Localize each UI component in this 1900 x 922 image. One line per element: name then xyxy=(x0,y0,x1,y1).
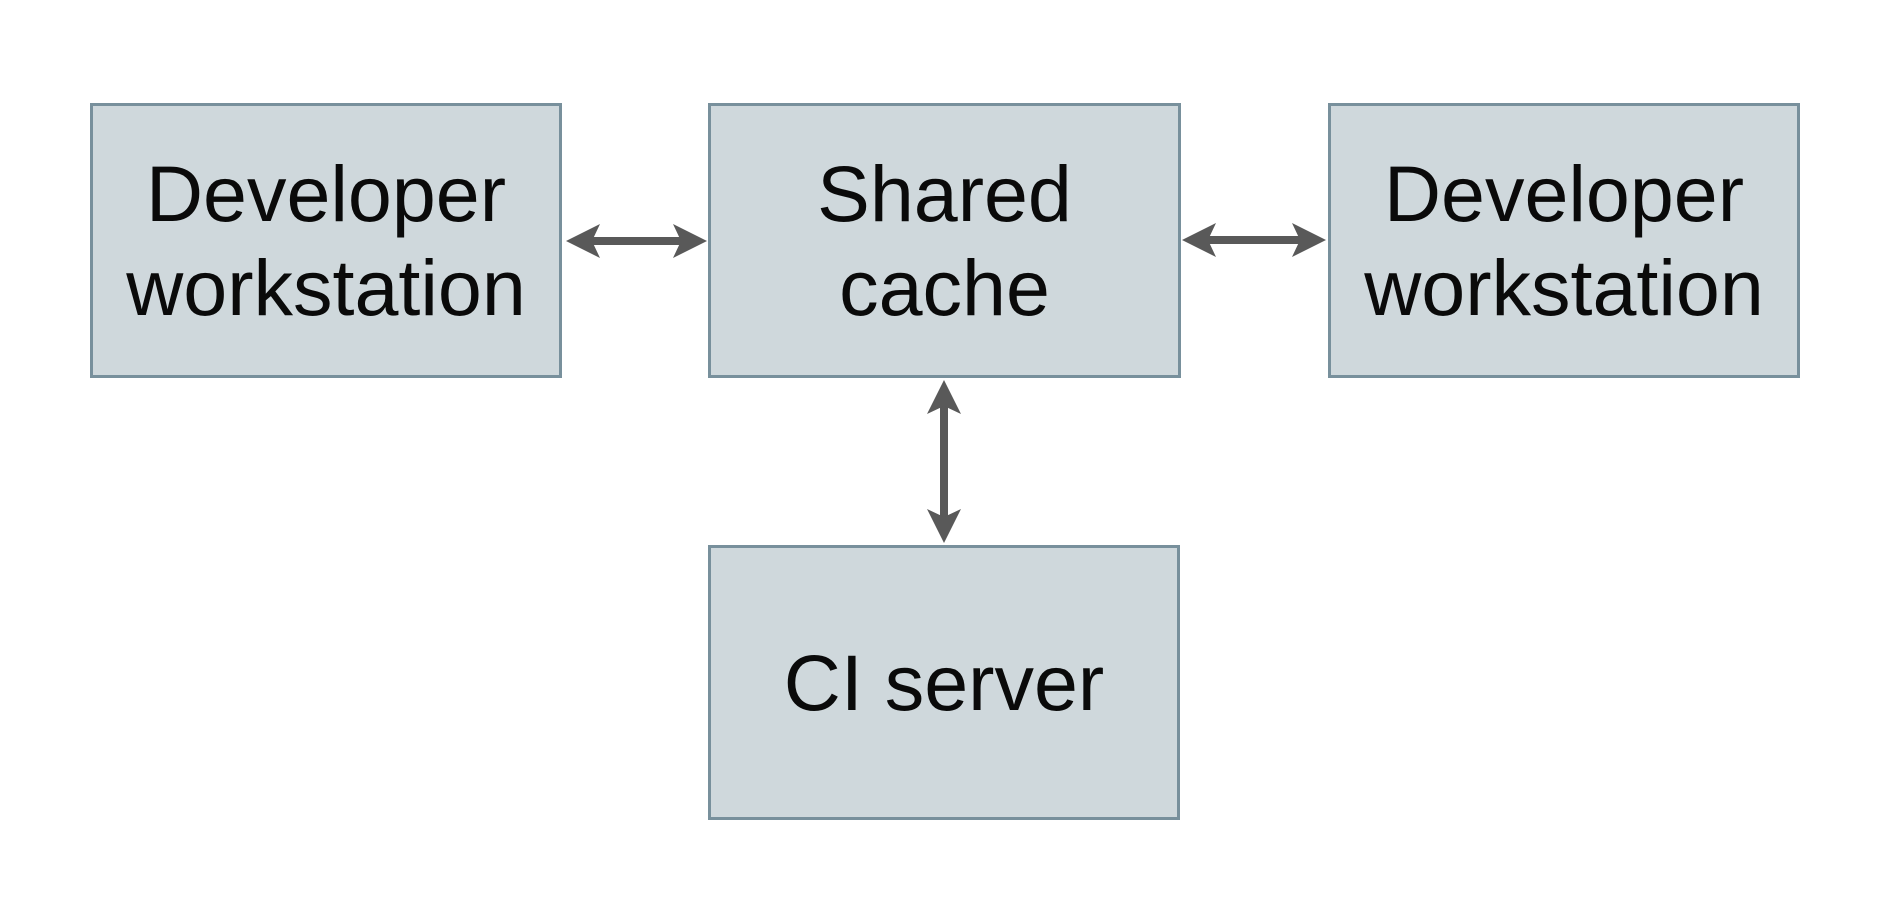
arrow-cache-ci xyxy=(927,380,961,543)
node-label-line: Shared xyxy=(817,149,1072,239)
arrow-devleft-cache xyxy=(566,224,707,258)
node-developer-workstation-left: Developer workstation xyxy=(90,103,562,378)
node-label-line: Developer xyxy=(145,149,507,239)
node-label-line: workstation xyxy=(1364,242,1764,332)
node-developer-workstation-right: Developer workstation xyxy=(1328,103,1800,378)
node-label-line: Developer xyxy=(1383,149,1745,239)
node-shared-cache: Shared cache xyxy=(708,103,1181,378)
arrow-cache-devright xyxy=(1182,223,1326,257)
node-label-line: CI server xyxy=(783,637,1105,727)
node-label-line: cache xyxy=(839,242,1050,332)
node-label-line: workstation xyxy=(126,242,526,332)
node-ci-server: CI server xyxy=(708,545,1180,820)
